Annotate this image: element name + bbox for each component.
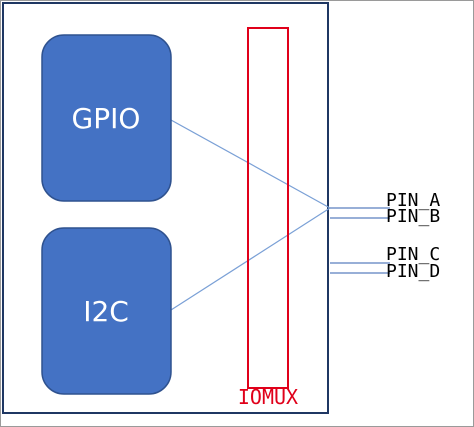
- i2c-label: I2C: [83, 295, 129, 328]
- iomux-box: [247, 27, 289, 389]
- connector-i2c-to-mux: [170, 207, 331, 311]
- pin-c-label: PIN_C: [386, 244, 440, 265]
- gpio-block: GPIO: [41, 34, 172, 202]
- pin-b-label: PIN_B: [386, 206, 440, 227]
- iomux-label: IOMUX: [238, 385, 298, 409]
- pin-d-label: PIN_D: [386, 261, 440, 282]
- gpio-label: GPIO: [72, 102, 141, 135]
- connector-gpio-to-mux: [170, 119, 331, 209]
- pin-a-label: PIN_A: [386, 190, 440, 211]
- i2c-block: I2C: [41, 227, 172, 395]
